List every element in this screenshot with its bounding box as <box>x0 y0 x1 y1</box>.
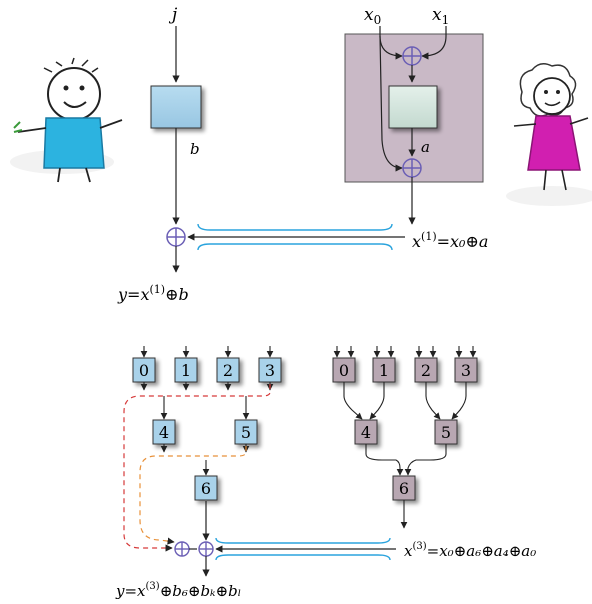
left-mid-box-0-label: 4 <box>159 423 169 442</box>
input-x1-label: x1 <box>432 5 449 27</box>
kid-boy-illustration <box>10 57 123 183</box>
left-leaf-box-3-label: 3 <box>265 361 275 380</box>
xor-node-bottom-2 <box>198 541 214 557</box>
right-root-box-label: 6 <box>399 479 409 498</box>
right-mid-box-1-label: 5 <box>441 423 451 442</box>
xor-node-bottom-1 <box>174 541 190 557</box>
arrow-r0-to-r4 <box>343 382 363 420</box>
xor-node-top-2 <box>402 158 422 178</box>
arrow-r3-to-r5 <box>451 382 467 420</box>
xor-node-top-1 <box>402 46 422 66</box>
xor-node-top-final <box>166 227 186 247</box>
right-leaf-box-3-label: 3 <box>461 361 471 380</box>
left-leaf-box-2-label: 2 <box>223 361 233 380</box>
input-j-label: j <box>168 5 178 25</box>
output-y1-formula: y=x(1)⊕b <box>117 283 189 304</box>
function-box-b <box>150 85 202 129</box>
function-box-a <box>388 85 438 129</box>
kid-girl-illustration <box>506 63 592 206</box>
dashed-link-orange <box>139 446 247 545</box>
arrow-x1-to-xor1 <box>421 26 447 60</box>
dashed-link-red <box>123 384 271 552</box>
right-leaf-box-0-label: 0 <box>339 361 349 380</box>
left-leaf-box-1-label: 1 <box>181 361 191 380</box>
left-root-box <box>194 475 218 501</box>
output-x1-formula: x(1)=x₀⊕a <box>412 230 488 251</box>
output-y3-formula: y=x(3)⊕b₆⊕bₖ⊕bₗ <box>115 581 241 600</box>
left-mid-box-1-label: 5 <box>241 423 251 442</box>
arrow-x0-bypass <box>379 35 403 172</box>
right-leaf-box-1-label: 1 <box>379 361 389 380</box>
arrow-r2-to-r5 <box>425 382 441 420</box>
right-leaf-box-2-label: 2 <box>421 361 431 380</box>
channel-bottom <box>215 537 396 561</box>
label-b: b <box>190 140 200 158</box>
output-x3-formula: x(3)=x₀⊕a₆⊕a₄⊕a₀ <box>404 541 536 560</box>
arrow-r5-to-r6 <box>404 444 447 476</box>
label-a: a <box>421 138 430 156</box>
channel-top <box>187 223 405 251</box>
bottom-tree-diagram: 0 1 2 3 4 5 6 0 1 2 3 4 5 6 <box>132 346 478 529</box>
left-root-box-label: 6 <box>201 479 211 498</box>
arrow-r4-to-r6 <box>365 444 404 476</box>
arrow-r1-to-r4 <box>369 382 385 420</box>
right-mid-box-0-label: 4 <box>361 423 371 442</box>
input-x0-label: x0 <box>364 5 381 27</box>
left-leaf-box-0-label: 0 <box>139 361 149 380</box>
